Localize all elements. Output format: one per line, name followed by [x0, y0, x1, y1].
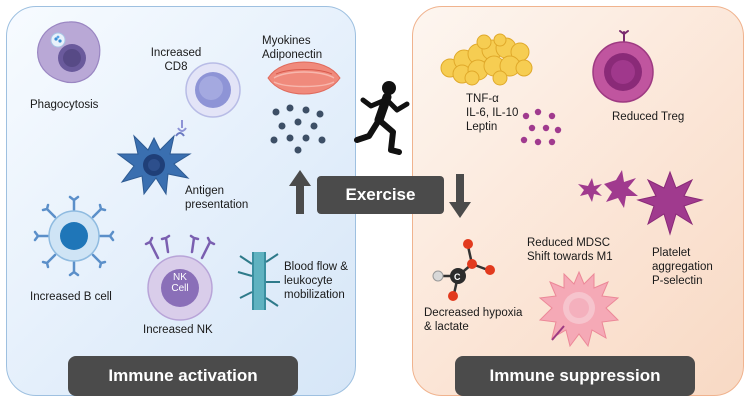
blood-vessel-icon — [237, 252, 280, 310]
myokine-particles-icon — [270, 104, 326, 154]
myokines-label-line2: Adiponectin — [262, 49, 323, 61]
receptor-icon — [175, 120, 187, 137]
nk-cell-icon — [144, 234, 216, 321]
tnf-label: TNF-α — [466, 93, 499, 105]
nk-cell-text-line2: Cell — [171, 283, 189, 294]
antigen-label-line2: presentation — [185, 199, 249, 211]
cd8-label-line2: CD8 — [164, 61, 188, 73]
phagocytosis-label: Phagocytosis — [30, 99, 99, 111]
treg-cell-icon — [592, 30, 654, 103]
mdsc-label-line1: Reduced MDSC — [527, 237, 611, 249]
muscle-icon — [267, 61, 341, 95]
blood-flow-label-line3: mobilization — [284, 289, 345, 301]
runner-icon — [354, 81, 410, 155]
dendritic-cell-icon — [116, 134, 192, 196]
arrow-up-icon — [289, 170, 311, 214]
cd8-label-line1: Increased — [150, 47, 202, 59]
b-cell-label: Increased B cell — [30, 291, 112, 303]
treg-label: Reduced Treg — [612, 111, 685, 123]
mdsc-cell-icon — [538, 270, 620, 348]
blood-flow-label-line2: leukocyte — [284, 275, 333, 287]
cytokine-particles-icon — [520, 108, 562, 146]
phagocyte-icon — [37, 21, 101, 84]
immune-suppression-title: Immune suppression — [455, 356, 695, 396]
adipose-tissue-icon — [440, 33, 533, 86]
mdsc-label-line2: Shift towards M1 — [527, 251, 613, 263]
nk-label: Increased NK — [143, 324, 213, 336]
hypoxia-label-line2: & lactate — [424, 321, 469, 333]
molecule-atom-label: C — [454, 272, 461, 282]
b-cell-icon — [33, 195, 115, 277]
leptin-label: Leptin — [466, 121, 498, 133]
arrow-down-icon — [449, 174, 471, 218]
myokines-label-line1: Myokines — [262, 35, 311, 47]
cd8-cell-icon — [185, 62, 241, 118]
il-label: IL-6, IL-10 — [466, 107, 519, 119]
lactate-molecule-icon — [432, 239, 495, 301]
antigen-label-line1: Antigen — [185, 185, 225, 197]
nk-cell-text-line1: NK — [173, 272, 187, 283]
exercise-label: Exercise — [317, 176, 444, 214]
platelet-label-line3: P-selectin — [652, 275, 703, 287]
platelet-label-line1: Platelet — [652, 247, 691, 259]
platelet-label-line2: aggregation — [652, 261, 713, 273]
immune-activation-title: Immune activation — [68, 356, 298, 396]
hypoxia-label-line1: Decreased hypoxia — [424, 307, 523, 319]
blood-flow-label-line1: Blood flow & — [284, 261, 348, 273]
platelets-icon — [578, 170, 704, 236]
